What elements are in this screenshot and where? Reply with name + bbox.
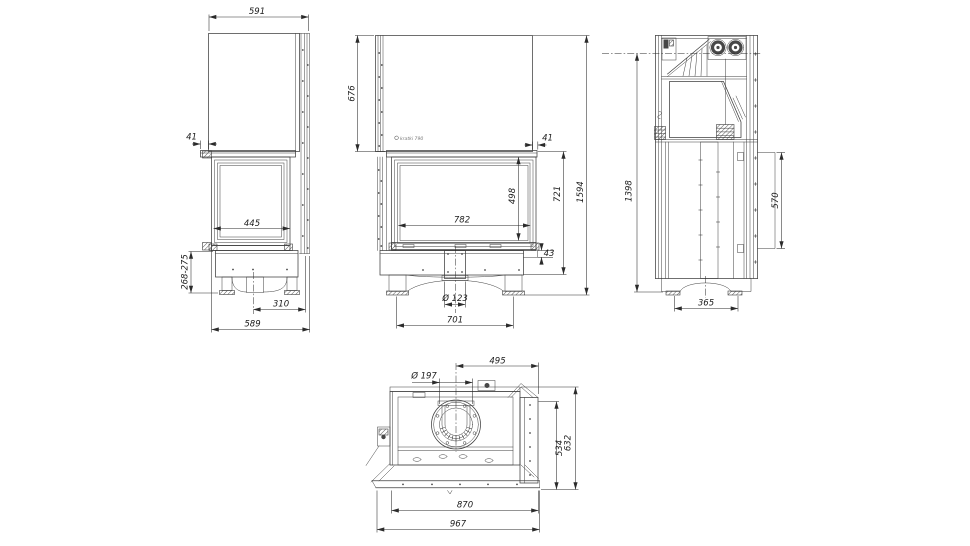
dim-label-d197: Ø 197 (410, 370, 437, 381)
dim-side-glass-width: 445 (213, 219, 291, 231)
dim-front-glass-height: 498 (508, 156, 521, 241)
front-rivet-dots (378, 52, 383, 147)
dim-side-front-offset: 41 (186, 133, 217, 149)
dim-label-967: 967 (450, 519, 467, 529)
rear-panel-bracket (757, 152, 776, 249)
dim-front-hood-height: 676 (347, 35, 385, 152)
side-view: 591 41 445 268-275 310 589 (181, 7, 310, 333)
dim-label-268-275: 268-275 (181, 254, 191, 290)
top-body (365, 380, 539, 484)
glass-center-notch (447, 490, 453, 495)
dim-label-41-side: 41 (186, 133, 197, 143)
dim-side-axis-to-back: 310 (253, 256, 306, 313)
dim-side-base-height: 268-275 (181, 251, 218, 294)
dim-label-589: 589 (244, 320, 260, 330)
guillotine-mechanism (654, 36, 747, 140)
side-door-bracket (365, 426, 391, 466)
air-inlet-spigot (441, 250, 469, 281)
dim-top-body-width: 870 (391, 490, 539, 514)
side-counterweight (654, 126, 666, 140)
right-side-panel (519, 397, 539, 484)
brand-logo: kratki 790 (394, 135, 423, 142)
handle-block (477, 380, 496, 391)
front-door (377, 150, 540, 251)
side-hood (208, 33, 310, 254)
pulley-left (709, 39, 727, 56)
dim-front-door-height: 721 (523, 151, 567, 275)
dim-label-632: 632 (563, 435, 573, 451)
dim-top-axis-to-side: 495 (455, 356, 539, 394)
brand-logo-icon (394, 135, 399, 140)
firebox-section (655, 81, 758, 279)
dim-label-570: 570 (771, 192, 781, 208)
dim-top-total-depth: 632 (521, 386, 579, 490)
counterweight-stack (716, 124, 735, 140)
top-rear-tab (412, 392, 426, 398)
dim-label-1398: 1398 (625, 180, 635, 202)
dim-section-feet-depth: 365 (674, 296, 739, 312)
section-view: 1398 570 365 (602, 35, 785, 312)
dim-top-total-width: 967 (376, 490, 540, 533)
dim-label-721: 721 (553, 186, 563, 202)
dim-label-782: 782 (454, 216, 470, 226)
dim-label-445: 445 (244, 219, 260, 229)
dim-label-365: 365 (698, 298, 714, 308)
dim-label-701: 701 (447, 315, 463, 325)
dim-side-base-depth: 589 (211, 250, 310, 333)
rear-corner-bevel (507, 383, 539, 398)
diagonal-brace (666, 38, 710, 75)
dim-label-41-front: 41 (542, 134, 553, 144)
dim-top-body-depth: 534 (538, 401, 579, 490)
dim-label-495: 495 (489, 356, 505, 366)
dim-front-right-offset: 41 (524, 134, 553, 150)
side-base (215, 250, 300, 314)
dim-label-d123: Ø 123 (441, 293, 468, 304)
dim-side-hood-depth: 591 (208, 7, 309, 31)
flue-collar (431, 363, 481, 452)
front-view: kratki 790 (347, 35, 590, 329)
section-base (655, 276, 758, 298)
side-door (200, 150, 296, 251)
front-frame-band (370, 463, 540, 495)
dim-label-591: 591 (249, 7, 265, 17)
dim-label-310: 310 (273, 300, 289, 310)
dim-section-axis-height: 1398 (625, 53, 663, 293)
dim-label-676: 676 (347, 85, 357, 102)
dim-top-flue-diameter: Ø 197 (410, 370, 473, 404)
dim-section-rear-panel: 570 (771, 152, 785, 249)
dim-front-feet-spacing: 701 (396, 296, 514, 329)
section-walls (655, 35, 758, 279)
front-hood: kratki 790 (375, 35, 533, 152)
brand-logo-text: kratki 790 (400, 136, 423, 142)
brace-struts (682, 44, 708, 77)
flue-duct (700, 141, 719, 279)
side-rivet-dots (301, 49, 309, 249)
dim-label-534: 534 (555, 440, 565, 456)
dim-front-glass-width: 782 (398, 216, 531, 228)
dim-front-total-height: 1594 (524, 35, 590, 296)
screw-plus-marks (753, 52, 758, 264)
dim-front-sill-step: 43 (537, 243, 555, 265)
pulley-right (727, 39, 744, 56)
dim-label-43: 43 (544, 249, 555, 259)
front-base (379, 246, 538, 313)
spring-hook (657, 111, 662, 119)
damper-ticks (440, 427, 472, 441)
flange-bolts (435, 404, 477, 445)
dim-label-1594: 1594 (576, 181, 586, 203)
dim-label-498: 498 (508, 187, 518, 204)
top-view: 495 Ø 197 534 632 870 (365, 356, 579, 533)
dim-label-870: 870 (457, 500, 473, 510)
dim-front-air-inlet: Ø 123 (441, 281, 468, 308)
